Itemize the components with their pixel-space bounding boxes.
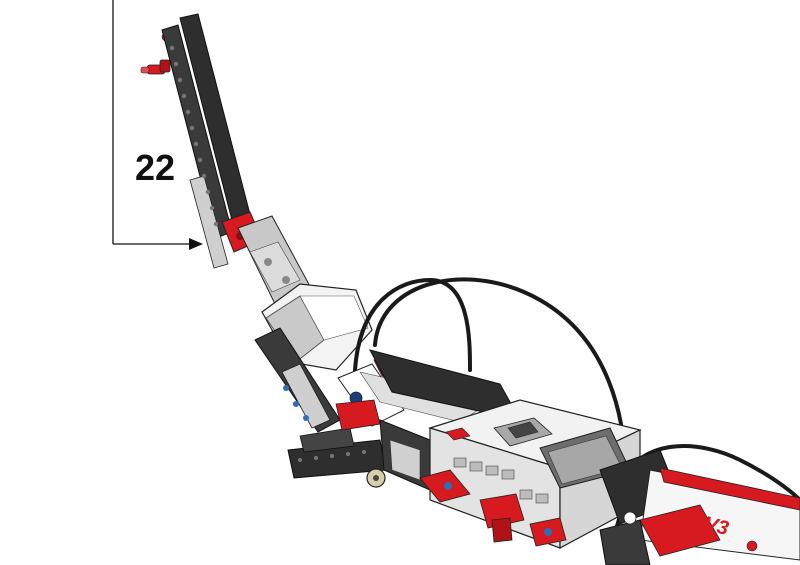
cable-left (353, 277, 472, 372)
ev3-brick (427, 399, 642, 550)
step-callout-frame (112, 0, 203, 250)
rear-assembly: EV3 (599, 449, 800, 565)
callout-arrowhead (189, 238, 203, 250)
arm-light-beam (189, 175, 229, 269)
step-number: 22 (135, 147, 175, 188)
brick-red-connectors (419, 469, 567, 547)
leg-assembly (254, 327, 387, 488)
